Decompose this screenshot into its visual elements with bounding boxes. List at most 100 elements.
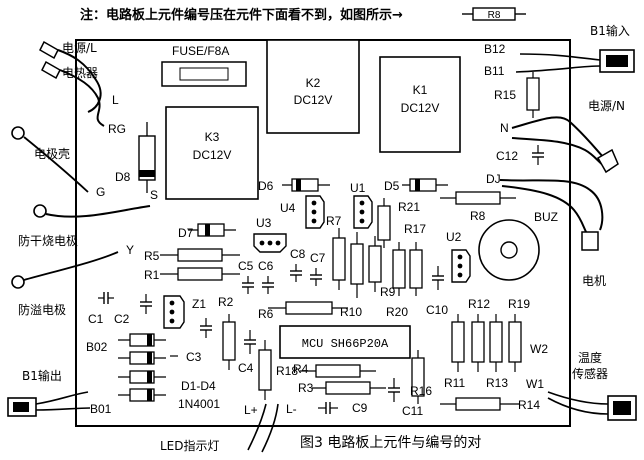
connector-power-n xyxy=(596,148,619,174)
label-c2: C2 xyxy=(114,312,130,326)
label-z1: Z1 xyxy=(192,297,206,311)
label-l-minus: L- xyxy=(286,402,297,416)
label-c7: C7 xyxy=(310,251,326,265)
label-r17: R17 xyxy=(404,222,426,236)
relay-k1-rating: DC12V xyxy=(401,101,440,115)
label-w1: W1 xyxy=(526,377,544,391)
ext-label-temp-1: 温度 xyxy=(578,350,602,365)
label-r12: R12 xyxy=(468,297,490,311)
resistor-r13 xyxy=(489,321,503,363)
example-resistor-label: R8 xyxy=(488,10,501,21)
ext-label-led-indicator: LED指示灯 xyxy=(160,438,220,453)
label-c12: C12 xyxy=(496,149,518,163)
label-l-plus: L+ xyxy=(244,403,258,417)
label-d8: D8 xyxy=(115,170,131,184)
label-c3: C3 xyxy=(186,350,202,364)
ext-label-heater: 电热器 xyxy=(62,66,98,80)
connector-power-l xyxy=(39,40,59,60)
label-r5: R5 xyxy=(144,249,160,263)
cable-power-l xyxy=(57,49,102,113)
label-b02: B02 xyxy=(86,340,108,354)
resistor-r5 xyxy=(177,248,223,262)
capacitor-c7 xyxy=(310,268,322,286)
figure-caption: 图3 电路板上元件与编号的对 xyxy=(300,435,481,451)
label-r16: R16 xyxy=(410,384,432,398)
resistor-r14 xyxy=(455,397,501,411)
pad-l: L xyxy=(112,93,119,107)
label-u2: U2 xyxy=(446,230,462,244)
ext-label-dry-burn-electrode: 防干烧电极 xyxy=(18,233,78,248)
capacitor-c11 xyxy=(388,378,400,402)
label-d6: D6 xyxy=(258,179,274,193)
fuse xyxy=(161,61,247,87)
capacitor-c5 xyxy=(242,276,254,294)
label-r19: R19 xyxy=(508,297,530,311)
resistor-r1 xyxy=(177,267,223,281)
diode-d6 xyxy=(291,178,319,192)
relay-k3 xyxy=(165,106,259,200)
resistor-r19 xyxy=(508,321,522,363)
resistor-r7 xyxy=(332,237,346,281)
resistor-r15 xyxy=(526,77,540,111)
label-d7: D7 xyxy=(178,226,194,240)
pad-dj: DJ xyxy=(486,172,501,186)
relay-k1 xyxy=(379,56,461,153)
label-r7: R7 xyxy=(326,214,342,228)
ext-label-power-l: 电源/L xyxy=(62,41,97,55)
label-r11: R11 xyxy=(444,376,465,390)
ext-label-b1-output: B1输出 xyxy=(22,368,62,383)
capacitor-c4 xyxy=(244,330,256,354)
cable-heater xyxy=(59,69,105,127)
fuse-label: FUSE/F8A xyxy=(172,44,229,58)
label-c5: C5 xyxy=(238,259,254,273)
label-w2: W2 xyxy=(530,342,548,356)
label-c6: C6 xyxy=(258,259,274,273)
label-r9: R9 xyxy=(380,285,396,299)
relay-k2 xyxy=(266,39,360,134)
label-c8: C8 xyxy=(290,247,306,261)
diode-d7 xyxy=(197,223,225,237)
resistor-r18 xyxy=(258,349,272,391)
ext-label-motor: 电机 xyxy=(582,274,606,288)
pad-y: Y xyxy=(126,243,134,257)
label-r3: R3 xyxy=(298,381,314,395)
resistor-r8 xyxy=(455,191,501,205)
relay-k2-rating: DC12V xyxy=(294,93,333,107)
label-r6: R6 xyxy=(258,307,274,321)
label-b11: B11 xyxy=(484,64,505,78)
label-r13: R13 xyxy=(486,376,508,390)
ext-label-power-n: 电源/N xyxy=(588,99,625,113)
label-r8: R8 xyxy=(470,209,486,223)
connector-motor xyxy=(581,231,599,251)
diodes-d1-d4 xyxy=(118,333,166,402)
label-r10: R10 xyxy=(340,305,362,319)
resistor-r21 xyxy=(377,205,391,241)
resistor-r3 xyxy=(325,381,371,395)
pad-g: G xyxy=(96,185,105,199)
mcu-chip xyxy=(279,325,411,359)
resistor-r2 xyxy=(222,321,236,361)
capacitor-c2 xyxy=(140,294,152,314)
label-r21: R21 xyxy=(398,200,420,214)
overflow-electrode-ring xyxy=(11,275,25,289)
resistor-r17 xyxy=(409,249,423,289)
resistor-r12 xyxy=(471,321,485,363)
resistor-col-1 xyxy=(350,243,364,285)
ext-label-overflow-electrode: 防溢电极 xyxy=(18,302,66,317)
diode-d5 xyxy=(409,178,437,192)
label-r1: R1 xyxy=(144,268,160,282)
label-r4: R4 xyxy=(293,362,309,376)
label-c4: C4 xyxy=(238,361,254,375)
buzzer xyxy=(478,219,540,281)
capacitor-c6 xyxy=(262,276,274,294)
label-u3: U3 xyxy=(256,216,272,230)
label-r14: R14 xyxy=(518,398,540,412)
capacitor-c1 xyxy=(98,292,114,304)
label-r15: R15 xyxy=(494,88,516,102)
label-u4: U4 xyxy=(280,201,296,215)
label-b01: B01 xyxy=(90,402,112,416)
top-note: 注：电路板上元件编号压在元件下面看不到，如图所示→ xyxy=(80,7,403,23)
connector-heater xyxy=(41,60,61,80)
label-b12: B12 xyxy=(484,42,506,56)
label-d1-d4: D1-D4 xyxy=(181,379,216,393)
